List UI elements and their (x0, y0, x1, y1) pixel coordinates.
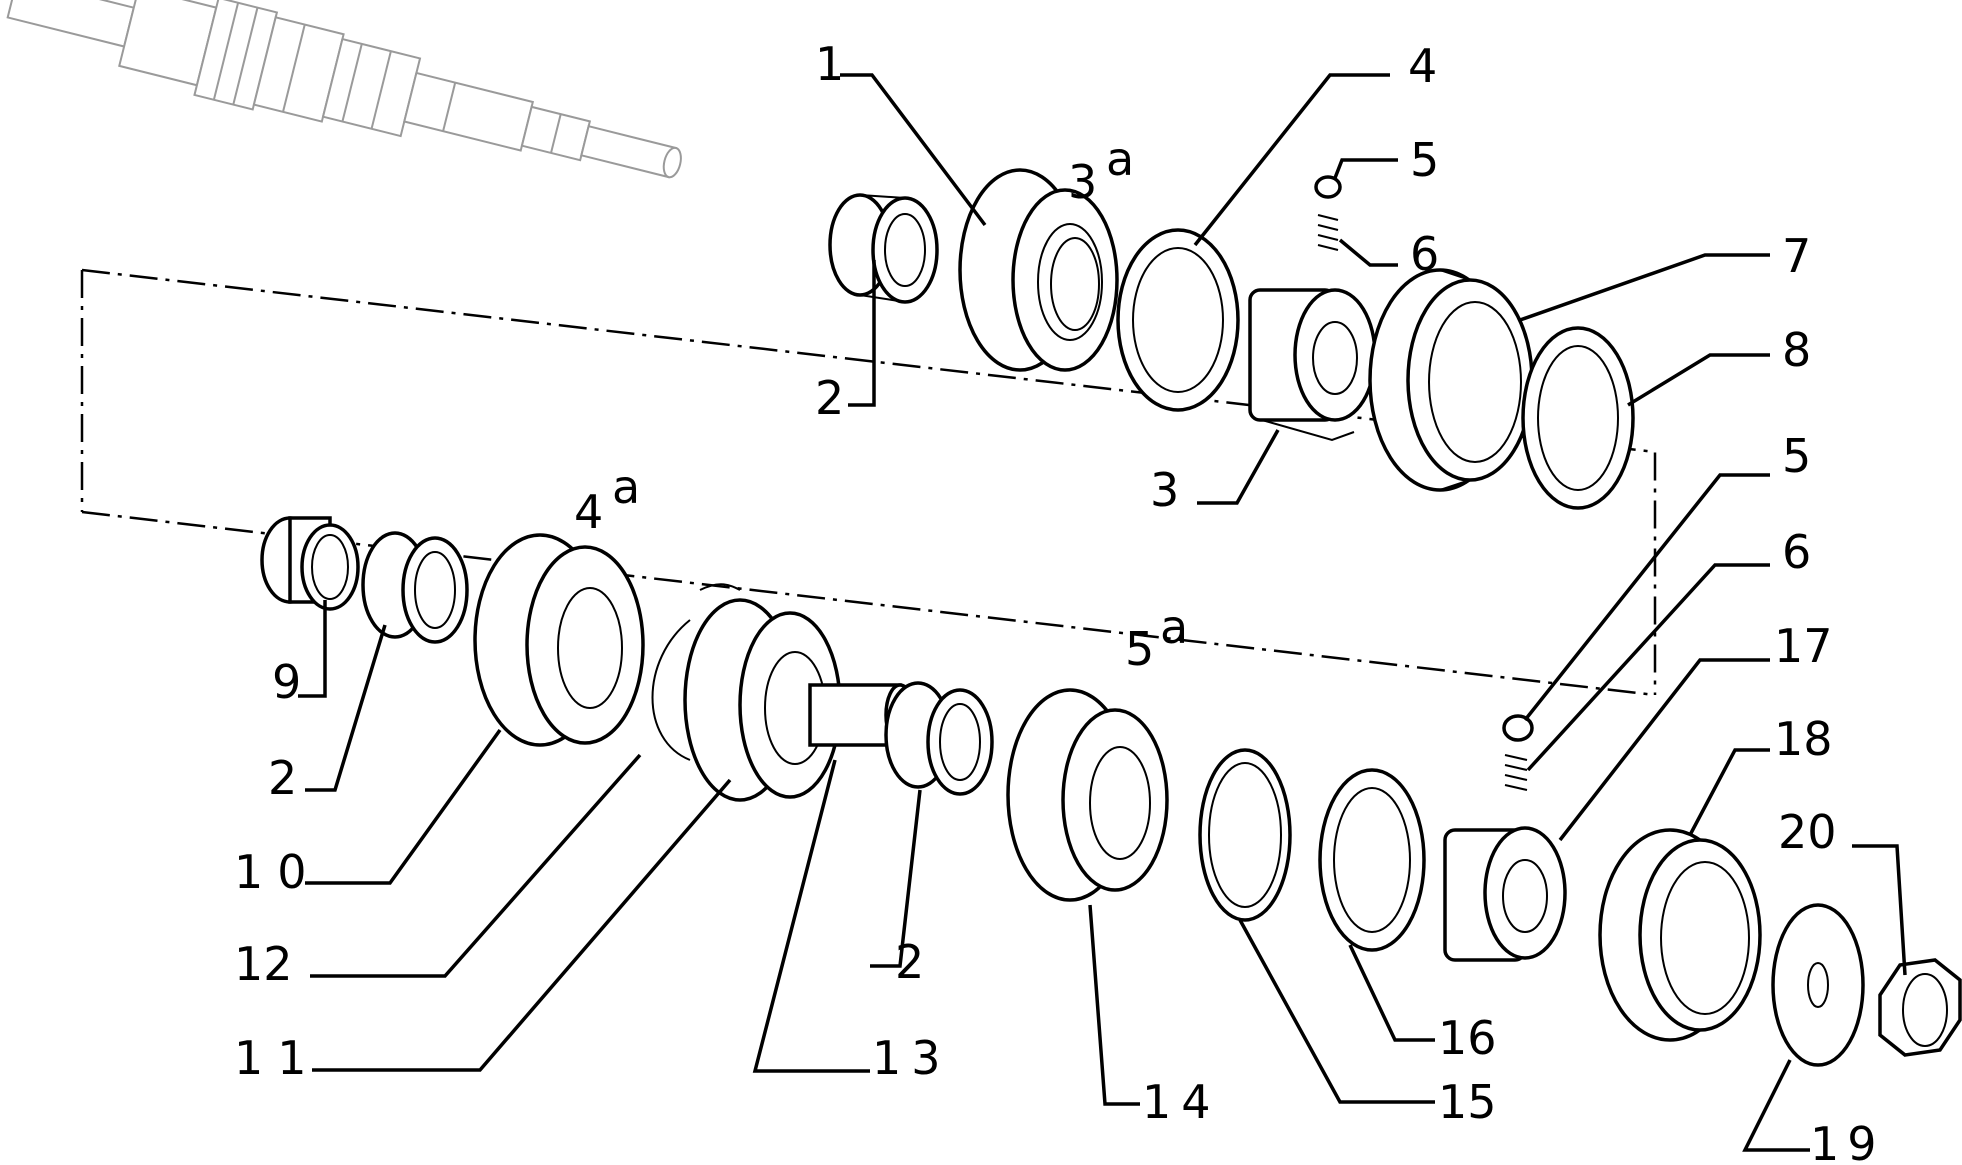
part-19-retaining-plate (1771, 903, 1865, 1067)
label-11: 11 (234, 1031, 321, 1085)
part-10-gear-4th (473, 533, 645, 747)
label-3a-superscript: a (1106, 132, 1134, 186)
part-4-synchro-ring-top (1116, 228, 1240, 412)
label-7: 7 (1782, 229, 1811, 283)
label-16: 16 (1438, 1011, 1497, 1065)
label-5a-superscript: a (1160, 600, 1188, 654)
label-2-top: 2 (815, 371, 844, 425)
part-2-needle-bearing-left (361, 531, 469, 644)
part-1-gear-3rd (958, 168, 1119, 372)
part-3-synchro-hub-top (1248, 288, 1377, 442)
part-14-gear-5th (1006, 688, 1169, 902)
label-4a-superscript: a (612, 460, 640, 514)
label-13: 13 (872, 1031, 951, 1085)
part-9-bushing (260, 516, 360, 611)
part-2-needle-bearing-center (884, 681, 994, 796)
label-4a: 4 (574, 485, 603, 539)
label-3a: 3 (1068, 155, 1097, 209)
label-10: 10 (234, 845, 321, 899)
part-20-nut (1878, 958, 1962, 1057)
part-labels: 1 3 a 2 4 5 6 7 8 3 5 6 17 18 20 4 a 5 a… (234, 37, 1885, 1165)
label-5-top: 5 (1410, 133, 1439, 187)
part-15-thrust-washer (1198, 748, 1292, 922)
label-2-center: 2 (895, 935, 924, 989)
label-9: 9 (272, 655, 301, 709)
label-5-bottom: 5 (1782, 429, 1811, 483)
part-16-synchro-ring-bottom (1318, 768, 1426, 952)
label-2-left: 2 (268, 751, 297, 805)
part-7-sliding-sleeve-top (1368, 268, 1534, 492)
label-8: 8 (1782, 323, 1811, 377)
label-6-bottom: 6 (1782, 525, 1811, 579)
label-20: 20 (1778, 805, 1837, 859)
part-17-synchro-hub-bottom (1443, 826, 1567, 962)
part-2-needle-bearing-top (828, 193, 939, 304)
label-15: 15 (1438, 1075, 1497, 1129)
label-18: 18 (1774, 712, 1833, 766)
part-8-synchro-ring-right (1521, 326, 1635, 510)
label-17: 17 (1774, 619, 1833, 673)
label-14: 14 (1142, 1075, 1221, 1129)
part-11-ball-bearing (683, 598, 842, 802)
part-5-ball-top (1314, 175, 1342, 199)
leader-lines (298, 73, 1907, 1152)
part-6-spring-bottom (1504, 754, 1528, 791)
label-1: 1 (815, 37, 844, 91)
part-18-sliding-sleeve-bottom (1598, 828, 1762, 1042)
assembled-shaft-thumbnail (6, 0, 682, 179)
label-6-top: 6 (1410, 227, 1439, 281)
label-4: 4 (1408, 39, 1437, 93)
label-12: 12 (234, 937, 293, 991)
label-5a: 5 (1125, 622, 1154, 676)
part-12-snap-ring (651, 583, 741, 761)
part-6-spring-top (1317, 214, 1339, 251)
part-5-ball-bottom (1502, 714, 1534, 742)
label-3: 3 (1150, 463, 1179, 517)
label-19: 19 (1810, 1117, 1885, 1165)
